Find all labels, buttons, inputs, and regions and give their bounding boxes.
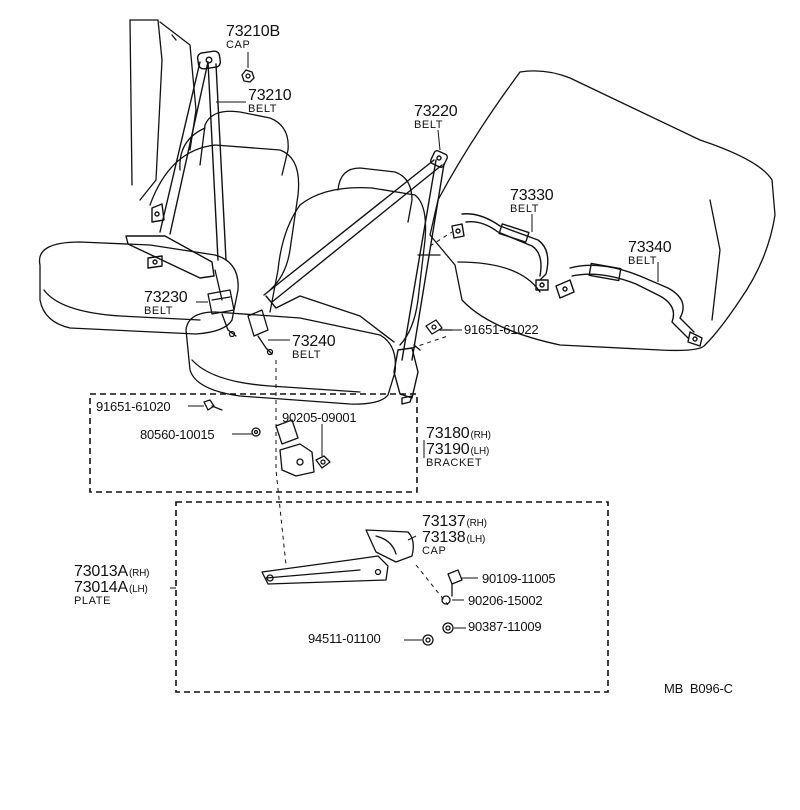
suffix-rh: (RH) [466, 518, 488, 529]
belt-73220-shape [263, 149, 449, 405]
part-number-73013a: 73013A [74, 563, 128, 580]
callout-73210b: 73210B CAP [226, 24, 280, 51]
suffix-rh: (RH) [470, 430, 492, 441]
buckle-73230-shape [207, 289, 237, 338]
belt-73330-shape [451, 213, 549, 291]
part-number-80560-10015: 80560-10015 [140, 427, 215, 442]
callout-73330: 73330 BELT [510, 188, 554, 215]
suffix-rh: (RH) [128, 568, 150, 579]
callout-73230: 73230 BELT [144, 290, 188, 317]
part-number-91651-61020: 91651-61020 [96, 399, 171, 414]
guide-dashed-4 [415, 564, 449, 606]
callout-73340: 73340 BELT [628, 240, 672, 267]
part-number-90205-09001: 90205-09001 [282, 410, 357, 425]
part-number-90206-15002: 90206-15002 [468, 593, 543, 608]
part-name-belt: BELT [510, 203, 540, 215]
part-name-belt: BELT [628, 255, 658, 267]
plate-group-box [175, 501, 609, 693]
belt-73210-shape [125, 50, 227, 279]
part-number-73137: 73137 [422, 513, 466, 530]
part-number-73014a: 73014A [74, 579, 128, 596]
belt-73340-shape [555, 262, 703, 347]
part-name-cap: CAP [226, 39, 251, 51]
pillar-outline [129, 19, 197, 201]
part-number-94511-01100: 94511-01100 [308, 631, 381, 646]
cap-73210b-shape [241, 69, 255, 83]
plate-parts-shape [261, 529, 463, 646]
part-number-73340: 73340 [628, 239, 672, 256]
part-number-91651-61022: 91651-61022 [464, 322, 539, 337]
part-number-90387-11009: 90387-11009 [468, 619, 542, 634]
rear-seat [417, 70, 776, 352]
callout-73013a-73014a: 73013A(RH) 73014A(LH) PLATE [74, 564, 149, 607]
bolt-91651-61022-shape [425, 319, 453, 335]
front-left-seat [38, 110, 300, 335]
diagram-code: MB B096-C [664, 681, 733, 696]
callout-73240: 73240 BELT [292, 334, 336, 361]
guide-dashed-2 [411, 335, 449, 349]
leader-73220 [437, 129, 441, 151]
suffix-lh: (LH) [466, 534, 486, 545]
front-right-seat [185, 167, 427, 405]
callout-73180-73190: 73180(RH) 73190(LH) BRACKET [426, 426, 491, 469]
part-number-73210: 73210 [248, 87, 292, 104]
part-number-90109-11005: 90109-11005 [482, 571, 556, 586]
callout-73210: 73210 BELT [248, 88, 292, 115]
bracket-parts-shape [203, 399, 331, 477]
part-name-belt: BELT [292, 349, 322, 361]
part-name-plate: PLATE [74, 595, 112, 607]
leader-73137 [407, 535, 417, 541]
part-name-belt: BELT [248, 103, 278, 115]
bracket-group-box [89, 393, 418, 493]
buckle-73240-shape [247, 309, 274, 356]
part-number-73230: 73230 [144, 289, 188, 306]
callout-73137-73138: 73137(RH) 73138(LH) CAP [422, 514, 487, 557]
part-number-73220: 73220 [414, 103, 458, 120]
part-number-73138: 73138 [422, 529, 466, 546]
part-number-73330: 73330 [510, 187, 554, 204]
suffix-lh: (LH) [128, 584, 148, 595]
suffix-lh: (LH) [470, 446, 490, 457]
part-name-bracket: BRACKET [426, 457, 483, 469]
part-number-73210b: 73210B [226, 23, 280, 40]
callout-73220: 73220 BELT [414, 104, 458, 131]
part-number-73180: 73180 [426, 425, 470, 442]
part-name-belt: BELT [414, 119, 444, 131]
part-number-73190: 73190 [426, 441, 470, 458]
part-number-73240: 73240 [292, 333, 336, 350]
part-name-cap: CAP [422, 545, 447, 557]
part-name-belt: BELT [144, 305, 174, 317]
